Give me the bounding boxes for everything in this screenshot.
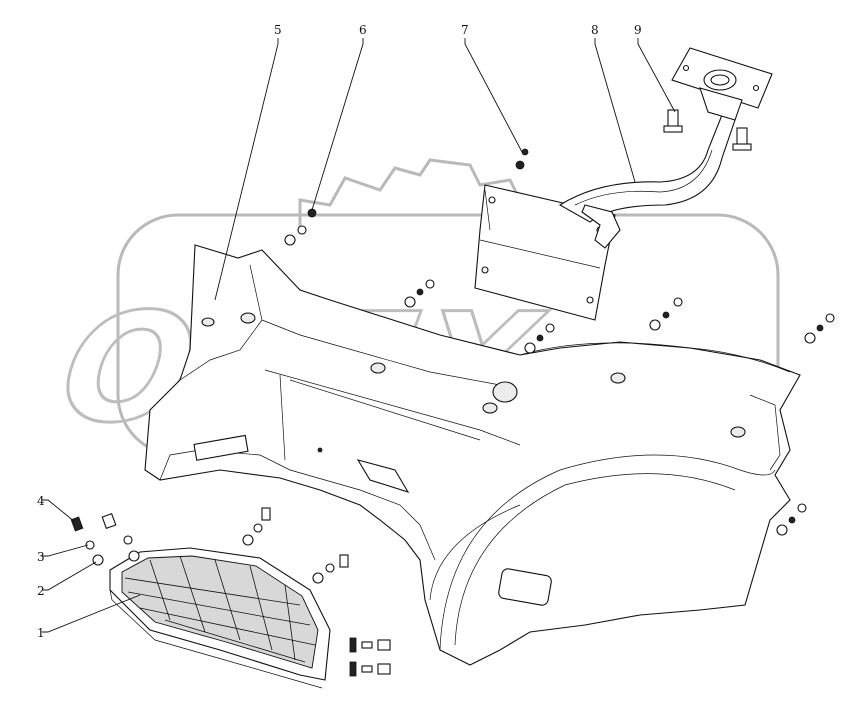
fender-crease <box>264 369 521 461</box>
fender-side-edge <box>749 394 781 471</box>
callout-labels: 5 6 7 8 9 4 3 2 1 <box>37 23 642 640</box>
nut-f1 <box>776 524 788 536</box>
leader-5 <box>214 38 279 301</box>
part-1-step <box>109 547 331 689</box>
callout-6: 6 <box>359 23 367 37</box>
nut-d2 <box>662 311 670 319</box>
bracket-hole-4 <box>586 296 594 304</box>
flange-neck <box>699 87 743 121</box>
part-9-flange <box>663 47 773 151</box>
bolt-g3 <box>261 507 271 521</box>
nut-c3 <box>545 323 555 333</box>
fender-badge-plate <box>498 568 552 606</box>
nut-e3 <box>825 313 835 323</box>
washer-3 <box>85 540 95 550</box>
nut-h2 <box>325 563 335 573</box>
bracket-hole-3 <box>481 266 489 274</box>
leader-8 <box>594 38 636 183</box>
callout-2: 2 <box>37 584 45 598</box>
nut-i2 <box>521 148 529 156</box>
callout-3: 3 <box>37 550 45 564</box>
fender-arch-outer <box>439 454 776 651</box>
fender-arch-inner <box>454 473 736 646</box>
nut-e2 <box>816 324 824 332</box>
nut-b2 <box>416 288 424 296</box>
callout-4: 4 <box>37 494 45 508</box>
nut-a1 <box>284 234 296 246</box>
step-grid-lines <box>124 555 316 663</box>
flange-bore-inner <box>710 74 730 86</box>
nut-d3 <box>673 297 683 307</box>
leader-4 <box>42 499 76 523</box>
fender-grommet-4 <box>492 381 518 403</box>
washer-2b <box>128 550 140 562</box>
fender-bracket-mid <box>356 459 410 493</box>
fender-arch-lip <box>429 504 521 601</box>
bolt-9b <box>732 127 752 151</box>
leader-lines <box>42 38 676 633</box>
fastener-group-step <box>70 512 140 566</box>
nut-a3 <box>307 208 317 218</box>
tube-clamp <box>581 204 621 249</box>
nut-f2 <box>788 516 796 524</box>
washer-2 <box>92 554 104 566</box>
leader-2 <box>42 561 97 591</box>
callout-5: 5 <box>274 23 282 37</box>
fender-grommet-7 <box>201 317 215 327</box>
fender-grommet-6 <box>730 426 746 438</box>
callout-9: 9 <box>634 23 642 37</box>
nut-g2 <box>253 523 263 533</box>
part-5-fender-panel <box>144 244 801 666</box>
nut-b1 <box>404 296 416 308</box>
bracket-fold <box>479 189 601 269</box>
fender-grommet-3 <box>482 402 498 414</box>
bolts-bottom <box>349 637 391 677</box>
fender-recess <box>179 264 501 386</box>
nut-e1 <box>804 332 816 344</box>
step-edge <box>109 589 323 689</box>
callout-8: 8 <box>591 23 599 37</box>
bolt-h3 <box>339 554 349 568</box>
nut-i1 <box>515 160 525 170</box>
bracket-hole-1 <box>488 196 496 204</box>
tube-highlight <box>574 149 713 206</box>
nut-f3 <box>797 503 807 513</box>
fender-slot-left <box>193 434 249 461</box>
part-8-tube <box>558 114 736 249</box>
nut-g1 <box>242 534 254 546</box>
leader-7 <box>464 38 523 153</box>
nut-b3 <box>425 279 435 289</box>
fender-grommet-1 <box>240 312 256 324</box>
nut-c2 <box>536 334 544 342</box>
nut-h1 <box>312 572 324 584</box>
leader-3 <box>42 544 89 557</box>
fender-main-body <box>144 244 801 666</box>
callout-7: 7 <box>461 23 469 37</box>
fender-grommet-2 <box>370 362 386 374</box>
flange-hole-b <box>752 84 760 92</box>
leader-1 <box>42 594 141 633</box>
fender-grommet-5 <box>610 372 626 384</box>
fender-upper-curve <box>519 342 791 373</box>
fender-inner-edge <box>159 449 436 561</box>
bolt-4 <box>70 516 84 532</box>
bracket-plate <box>474 184 616 321</box>
leader-6 <box>311 38 364 211</box>
callout-1: 1 <box>37 626 45 640</box>
nut-a2 <box>297 225 307 235</box>
nut-c1 <box>524 342 536 354</box>
nut-d1 <box>649 319 661 331</box>
leader-9 <box>637 38 676 113</box>
bolt-4b <box>101 512 117 530</box>
bolt-9a <box>663 109 683 133</box>
fender-hole-1 <box>317 447 323 453</box>
hardware-scattered <box>242 148 835 677</box>
washer-3b <box>123 535 133 545</box>
flange-hole-a <box>682 64 690 72</box>
